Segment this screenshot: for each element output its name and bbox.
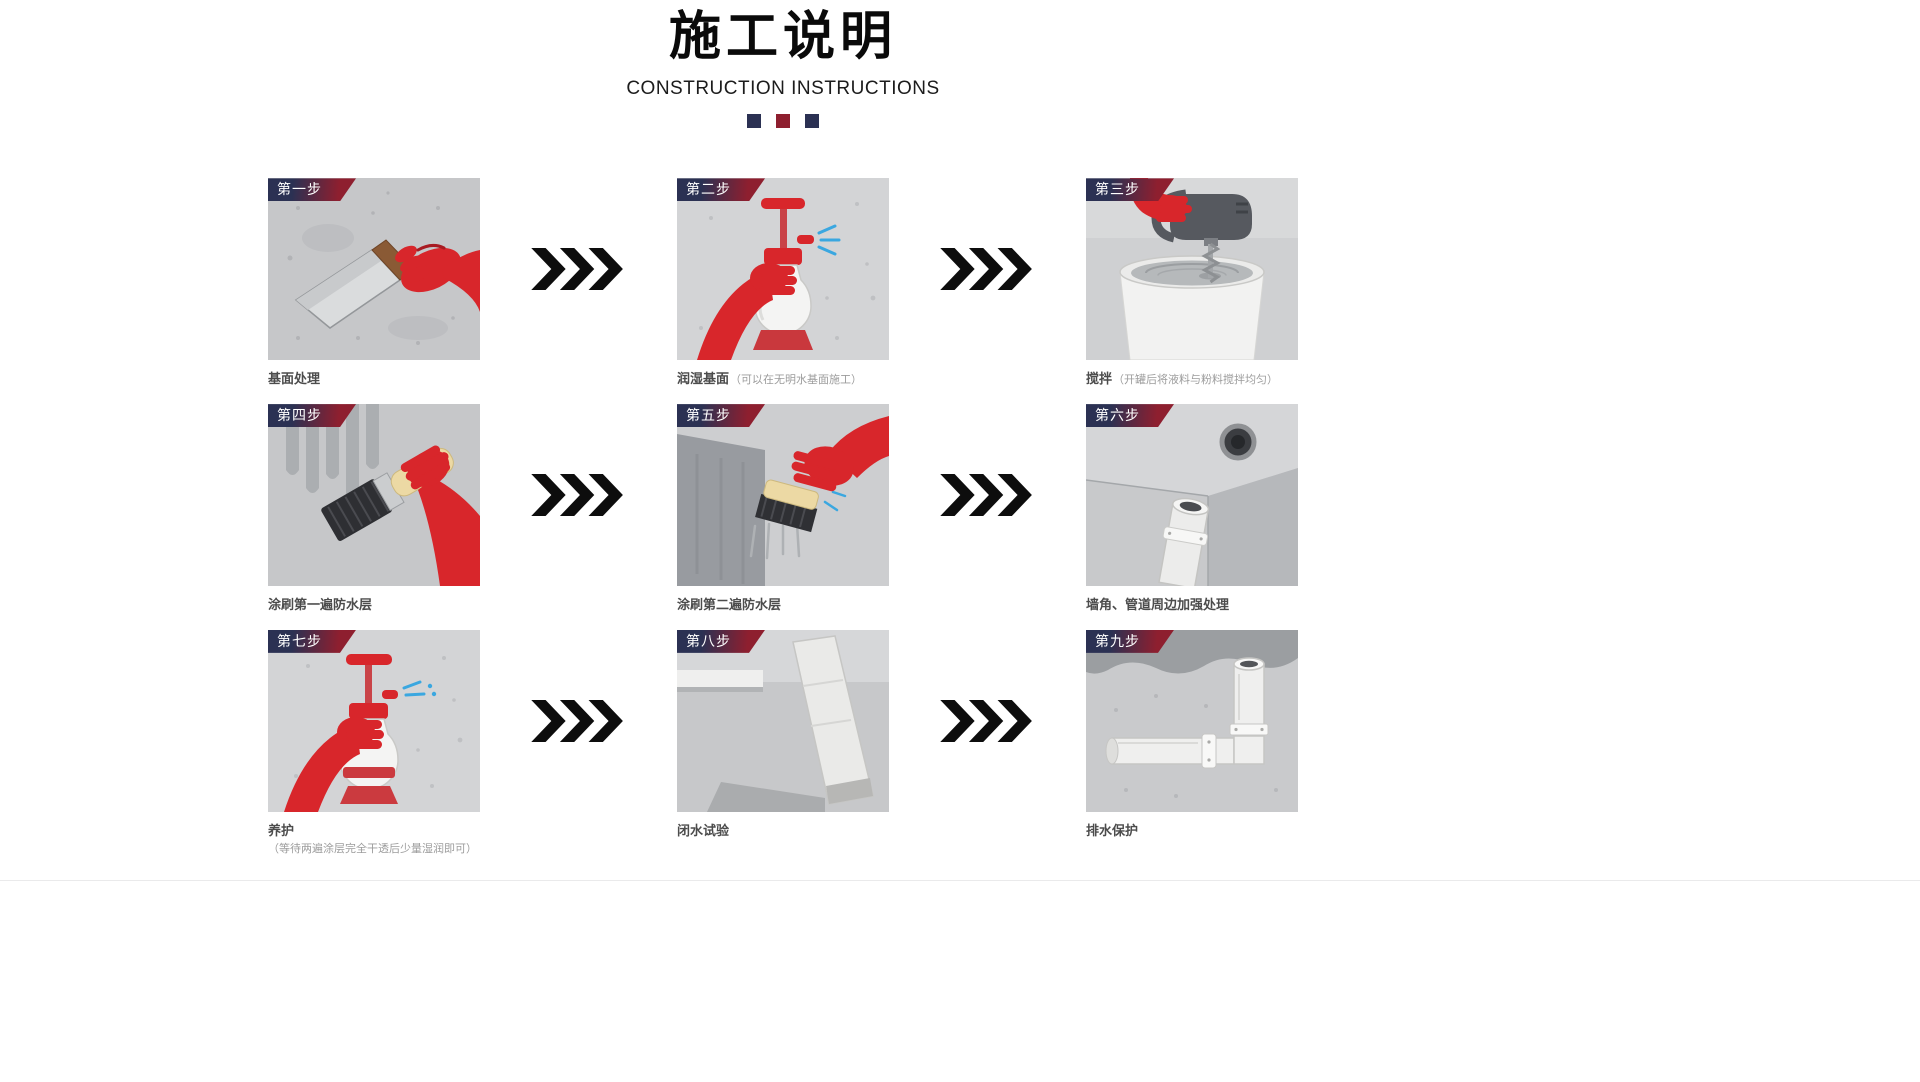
arrow-cell [480,404,677,586]
illustration-corner-pipes [1086,404,1298,587]
triple-chevron-icon [530,699,623,742]
step-5-illustration-frame: 第五步 [677,404,889,587]
section-header: 施工说明 CONSTRUCTION INSTRUCTIONS [268,0,1298,129]
steps-row-1: 第一步 基面处理 [268,178,1298,388]
step-card-4: 第四步 涂刷第一遍防水层 [268,404,480,614]
arrow-cell [889,404,1086,586]
arrow-cell [889,178,1086,360]
step-caption: 排水保护 [1086,822,1139,838]
arrow-cell [480,178,677,360]
step-1-badge: 第一步 [268,178,356,201]
triple-chevron-icon [939,699,1032,742]
illustration-spray-bottle [677,178,889,361]
step-card-8: 第八步 闭水试验 [677,629,889,840]
illustration-paint-brush-second-coat [677,404,889,587]
step-1-illustration-frame: 第一步 [268,178,480,361]
step-9-badge: 第九步 [1086,630,1174,653]
step-8-illustration-frame: 第八步 [677,629,889,812]
page-title: 施工说明 [668,8,897,66]
step-2-caption: 润湿基面（可以在无明水基面施工） [677,371,889,388]
step-6-caption: 墙角、管道周边加强处理 [1086,597,1298,614]
triple-chevron-icon [939,248,1032,291]
step-note: （等待两遍涂层完全干透后少量湿润即可） [268,843,477,856]
accent-square-red [776,114,790,129]
step-caption: 养护 [268,822,295,838]
step-caption: 涂刷第二遍防水层 [677,597,782,613]
illustration-putty-knife [268,178,480,361]
step-caption: 润湿基面 [677,371,730,387]
step-card-6: 第六步 墙角、管道周边加强处理 [1086,404,1298,614]
step-7-illustration-frame: 第七步 [268,629,480,812]
accent-square-navy-right [805,114,819,129]
step-4-badge: 第四步 [268,404,356,427]
step-7-badge: 第七步 [268,630,356,653]
step-6-badge: 第六步 [1086,404,1174,427]
page-subtitle: CONSTRUCTION INSTRUCTIONS [626,78,940,100]
step-4-illustration-frame: 第四步 [268,404,480,587]
illustration-paint-brush-first-coat [268,404,480,587]
triple-chevron-icon [530,248,623,291]
step-card-3: 第三步 搅拌（开罐后将液料与粉料搅拌均匀） [1086,178,1298,388]
section-divider [0,880,1920,881]
step-card-5: 第五步 涂刷第二遍防水层 [677,404,889,614]
arrow-cell [480,630,677,812]
illustration-mixer-bucket [1086,178,1298,361]
step-caption: 闭水试验 [677,822,730,838]
illustration-curing-spray [268,629,480,812]
step-8-badge: 第八步 [677,630,765,653]
triple-chevron-icon [939,474,1032,517]
step-9-caption: 排水保护 [1086,823,1298,840]
step-8-caption: 闭水试验 [677,823,889,840]
illustration-water-test [677,629,889,812]
steps-row-2: 第四步 涂刷第一遍防水层 [268,404,1298,614]
step-5-caption: 涂刷第二遍防水层 [677,597,889,614]
illustration-drain-pipe [1086,629,1298,812]
step-7-caption: 养护 （等待两遍涂层完全干透后少量湿润即可） [268,823,480,857]
step-6-illustration-frame: 第六步 [1086,404,1298,587]
step-card-2: 第二步 润湿基面（可以在无明水基面施工） [677,178,889,388]
step-3-illustration-frame: 第三步 [1086,178,1298,361]
construction-instructions-section: 施工说明 CONSTRUCTION INSTRUCTIONS [268,0,1298,857]
step-2-badge: 第二步 [677,178,765,201]
step-3-badge: 第三步 [1086,178,1174,201]
step-caption: 搅拌 [1086,371,1113,387]
step-9-illustration-frame: 第九步 [1086,629,1298,812]
step-card-1: 第一步 基面处理 [268,178,480,388]
steps-grid: 第一步 基面处理 [268,178,1298,857]
step-card-9: 第九步 排水保护 [1086,629,1298,840]
step-note: （可以在无明水基面施工） [730,374,863,387]
step-1-caption: 基面处理 [268,371,480,388]
arrow-cell [889,630,1086,812]
accent-squares [268,114,1298,129]
accent-square-navy-left [747,114,761,129]
step-3-caption: 搅拌（开罐后将液料与粉料搅拌均匀） [1086,371,1298,388]
step-2-illustration-frame: 第二步 [677,178,889,361]
step-4-caption: 涂刷第一遍防水层 [268,597,480,614]
step-card-7: 第七步 养护 （等待两遍涂层完全干透后少量湿润即可） [268,629,480,857]
step-note: （开罐后将液料与粉料搅拌均匀） [1113,374,1279,387]
triple-chevron-icon [530,474,623,517]
step-5-badge: 第五步 [677,404,765,427]
step-caption: 墙角、管道周边加强处理 [1086,597,1230,613]
step-caption: 基面处理 [268,371,321,387]
step-caption: 涂刷第一遍防水层 [268,597,373,613]
steps-row-3: 第七步 养护 （等待两遍涂层完全干透后少量湿润即可） [268,629,1298,857]
